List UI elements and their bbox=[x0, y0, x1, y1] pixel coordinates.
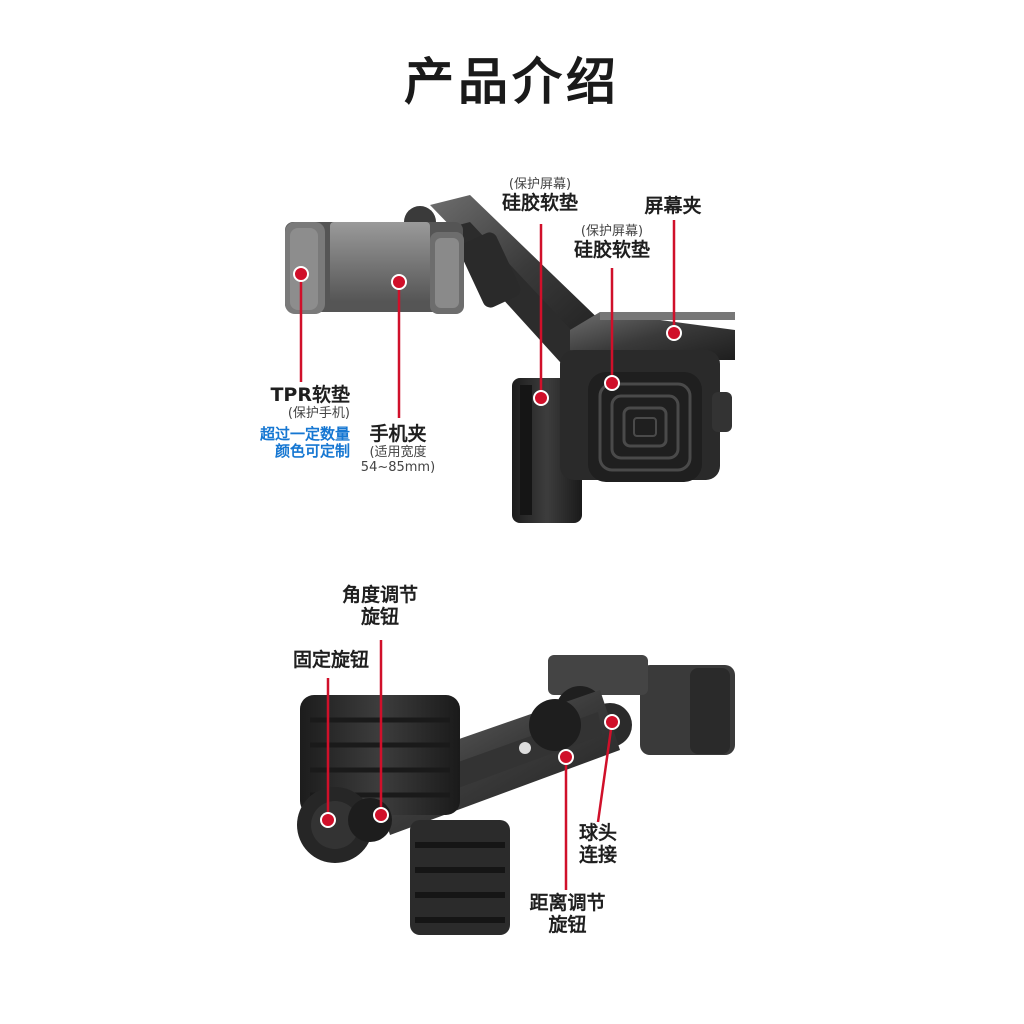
label-screen-clip: 屏幕夹 bbox=[628, 195, 718, 218]
tpr-pad-note-2: 颜色可定制 bbox=[274, 442, 350, 461]
label-tpr-pad: TPR软垫 (保护手机) 超过一定数量 颜色可定制 bbox=[230, 384, 350, 461]
ball-joint-line-1: 球头 bbox=[578, 822, 617, 844]
tpr-pad-note-1: 超过一定数量 bbox=[259, 424, 350, 443]
label-ball-joint: 球头 连接 bbox=[568, 822, 628, 867]
silicone-pad-1-sub: (保护屏幕) bbox=[508, 177, 572, 192]
bottom-product-image bbox=[297, 655, 735, 935]
phone-clip-sub-1: (适用宽度 bbox=[369, 444, 427, 460]
tpr-pad-subtitle: (保护手机) bbox=[287, 405, 350, 421]
label-fixing-knob: 固定旋钮 bbox=[276, 649, 386, 672]
silicone-pad-2-sub: (保护屏幕) bbox=[580, 224, 644, 239]
silicone-pad-1-title: 硅胶软垫 bbox=[501, 191, 578, 214]
fixing-knob-title: 固定旋钮 bbox=[292, 649, 369, 671]
ball-joint-line-2: 连接 bbox=[578, 843, 617, 866]
label-distance-knob: 距离调节 旋钮 bbox=[515, 892, 620, 937]
distance-knob-line-2: 旋钮 bbox=[548, 913, 587, 936]
angle-knob-line-1: 角度调节 bbox=[341, 584, 418, 606]
label-silicone-pad-1: (保护屏幕) 硅胶软垫 bbox=[490, 177, 590, 215]
label-silicone-pad-2: (保护屏幕) 硅胶软垫 bbox=[562, 224, 662, 262]
phone-clip-sub-2: 54~85mm) bbox=[360, 459, 436, 475]
distance-knob-line-1: 距离调节 bbox=[529, 892, 606, 914]
screen-clip-title: 屏幕夹 bbox=[644, 195, 702, 217]
label-angle-knob: 角度调节 旋钮 bbox=[325, 584, 435, 629]
silicone-pad-2-title: 硅胶软垫 bbox=[573, 238, 650, 261]
label-phone-clip: 手机夹 (适用宽度 54~85mm) bbox=[348, 423, 448, 476]
phone-clip-title: 手机夹 bbox=[369, 423, 427, 445]
tpr-pad-title: TPR软垫 bbox=[270, 384, 350, 406]
page-title: 产品介绍 bbox=[404, 53, 620, 111]
angle-knob-line-2: 旋钮 bbox=[360, 605, 399, 628]
